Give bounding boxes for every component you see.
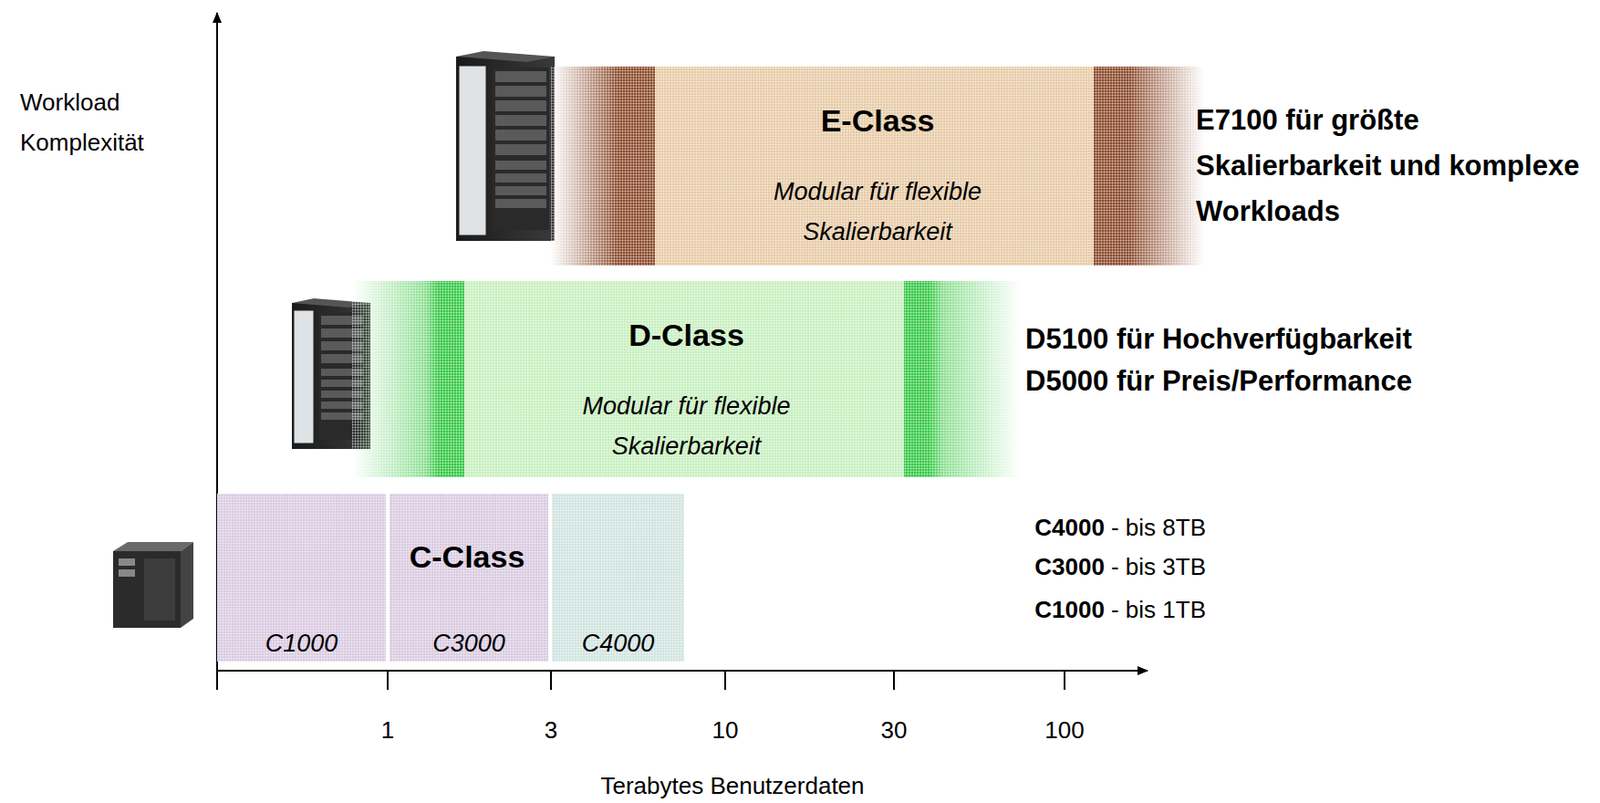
tick-label: 100 (1044, 716, 1084, 745)
capacity-row: C3000- bis 3TB (1034, 551, 1206, 582)
capacity-row: C1000- bis 1TB (1034, 594, 1206, 624)
model-note: D5000 für Preis/Performance (1025, 364, 1413, 398)
model-note: D5100 für Hochverfügbarkeit (1025, 322, 1413, 356)
c-class-group: C-ClassC1000C3000C4000 (217, 493, 685, 662)
model-name: C1000 (1034, 595, 1105, 624)
class-subtitle: Modular für flexible Skalierbarkeit (704, 171, 1051, 252)
tick-label: 30 (881, 716, 908, 745)
axis-title: Terabytes Benutzerdaten (600, 771, 864, 800)
c1000-box: C1000 (217, 493, 386, 662)
capacity-note: - bis 3TB (1111, 552, 1206, 582)
model-name: C4000 (1034, 513, 1105, 542)
class-title: D-Class (352, 280, 1021, 354)
axis-ticks (217, 670, 1065, 690)
capacity-note: - bis 1TB (1111, 595, 1206, 624)
rack-server-icon (456, 51, 555, 241)
model-name: C3000 (1034, 552, 1105, 582)
c4000-box: C4000 (551, 493, 685, 662)
tick-label: 3 (544, 716, 558, 745)
class-title: E-Class (550, 66, 1205, 139)
capacity-row: C4000- bis 8TB (1034, 512, 1206, 542)
tick-label: 1 (381, 716, 395, 745)
e-class-band: E-ClassModular für flexible Skalierbarke… (550, 66, 1205, 266)
model-note: E7100 für größte Skalierbarkeit und komp… (1195, 97, 1594, 235)
axis-title: Workload Komplexität (20, 82, 212, 163)
x-axis (217, 669, 1148, 672)
class-title: C1000 (217, 628, 386, 658)
class-title: C4000 (551, 628, 685, 658)
class-title: C3000 (389, 628, 549, 658)
d-class-band: D-ClassModular für flexible Skalierbarke… (352, 280, 1021, 478)
c3000-box: C3000 (389, 493, 549, 662)
capacity-note: - bis 8TB (1111, 513, 1206, 542)
tick-label: 10 (712, 716, 739, 745)
class-title: C-Class (409, 538, 526, 575)
tower-server-icon (113, 541, 194, 628)
class-subtitle: Modular für flexible Skalierbarkeit (513, 385, 861, 467)
